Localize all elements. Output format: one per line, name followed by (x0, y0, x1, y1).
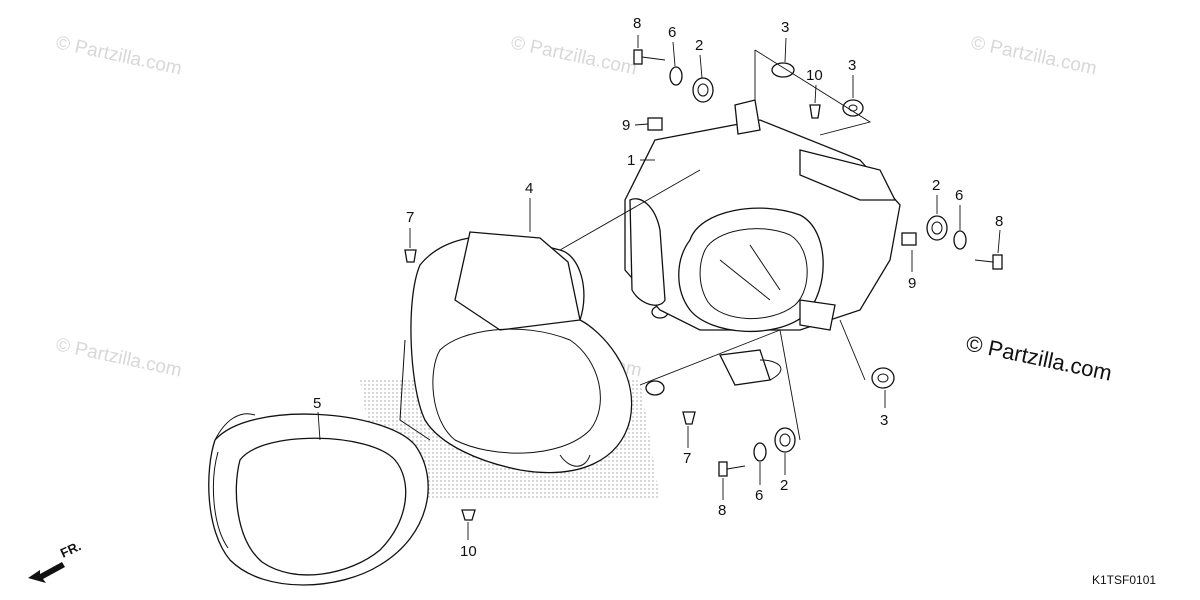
callout-8: 8 (718, 502, 726, 519)
callout-5: 5 (313, 395, 321, 412)
watermark: © Partzilla.com (969, 32, 1099, 79)
front-arrow-icon (28, 562, 65, 583)
watermark: © Partzilla.com (54, 32, 184, 79)
screw-7-right (682, 411, 696, 425)
headlight-cover (399, 231, 669, 474)
callout-3: 3 (848, 57, 856, 74)
front-label: FR. (58, 538, 83, 560)
callout-6: 6 (668, 24, 676, 41)
bolt-8-lower (718, 461, 746, 477)
callout-9: 9 (622, 117, 630, 134)
grommet-2-right (926, 215, 948, 241)
callout-2: 2 (932, 177, 940, 194)
callout-7: 7 (406, 209, 414, 226)
headlight-assembly (624, 99, 901, 386)
screw-10-lower (461, 509, 476, 521)
watermark: © Partzilla.com (509, 32, 639, 79)
grommet-2-top (692, 77, 714, 103)
callout-10: 10 (806, 67, 823, 84)
callout-3: 3 (880, 412, 888, 429)
callout-1: 1 (627, 152, 635, 169)
washer-6-top (669, 66, 683, 86)
collar-3-lower (871, 367, 895, 389)
callout-9: 9 (908, 275, 916, 292)
screw-10-top (809, 104, 821, 119)
collar-3-right (842, 99, 864, 117)
bolt-8-right (974, 254, 1003, 270)
callout-3: 3 (781, 19, 789, 36)
callout-7: 7 (683, 450, 691, 467)
bolt-8-top (633, 49, 666, 65)
collar-3-top (771, 62, 795, 78)
diagram-code: K1TSF0101 (1092, 573, 1156, 587)
front-direction-indicator: FR. (28, 538, 83, 583)
callout-8: 8 (633, 15, 641, 32)
callout-10: 10 (460, 543, 477, 560)
grommet-2-lower (774, 427, 796, 453)
clip-9-right (901, 232, 917, 246)
callout-2: 2 (695, 37, 703, 54)
callout-4: 4 (525, 180, 533, 197)
screw-7-left (404, 249, 417, 263)
leader-lines (317, 35, 1001, 540)
headlight-rim (208, 413, 429, 586)
callout-2: 2 (780, 477, 788, 494)
callout-numbers: 8 6 2 3 10 3 9 1 4 7 2 6 8 9 3 5 7 2 6 8… (313, 15, 1003, 560)
washer-6-lower (753, 442, 767, 462)
washer-6-right (953, 230, 967, 250)
watermark: © Partzilla.com (54, 334, 184, 381)
callout-6: 6 (755, 487, 763, 504)
main-watermark: © Partzilla.com (964, 330, 1114, 385)
hardware-parts (404, 49, 1003, 521)
callout-8: 8 (995, 213, 1003, 230)
callout-6: 6 (955, 187, 963, 204)
clip-9-top (647, 117, 663, 131)
